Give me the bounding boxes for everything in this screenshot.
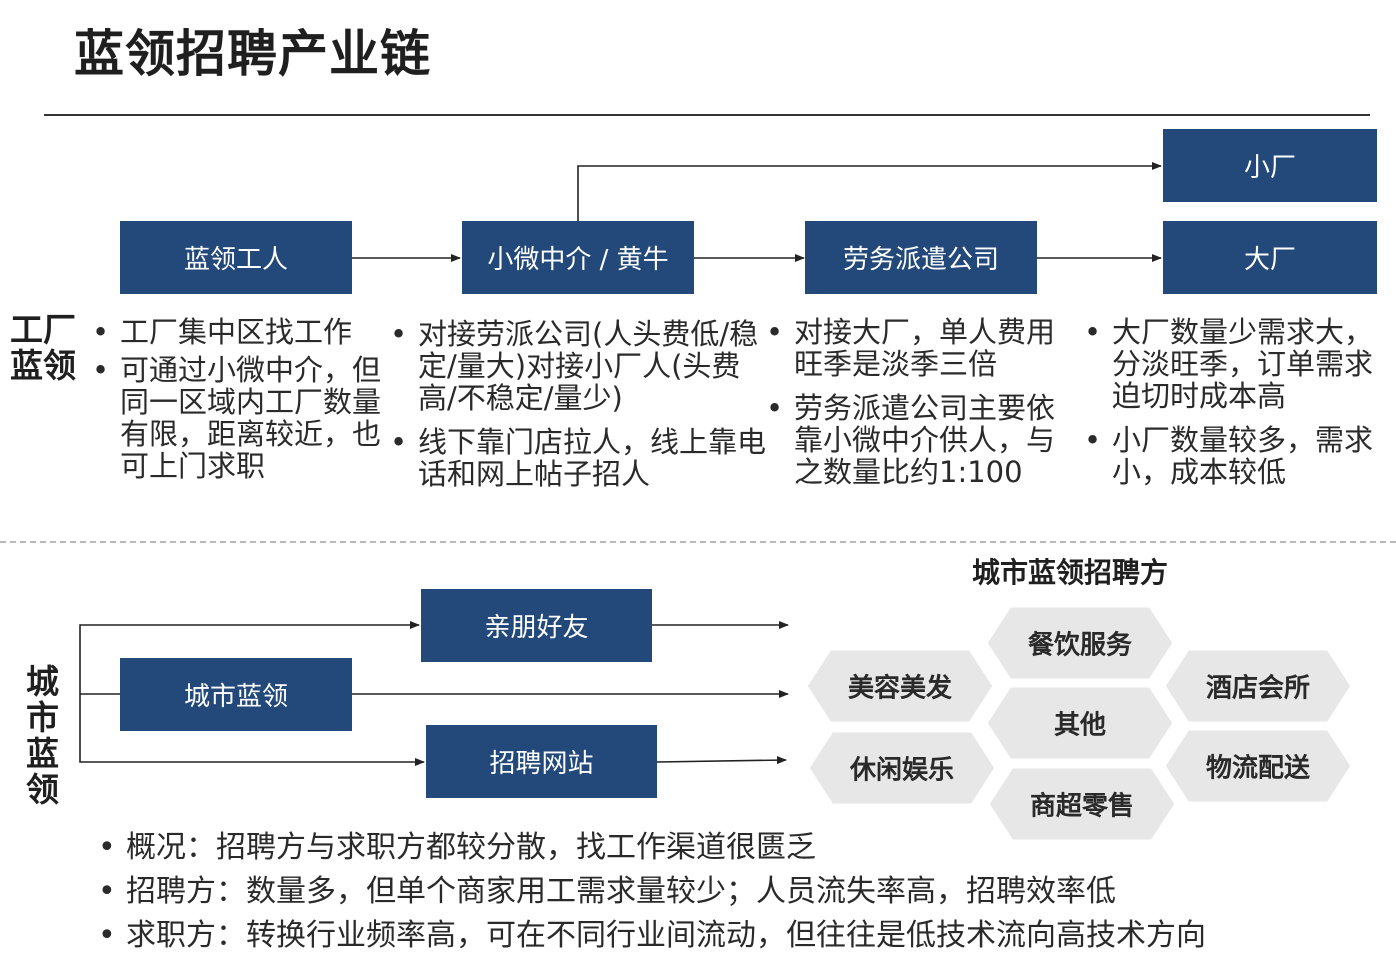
title-divider	[44, 114, 1370, 116]
factory-side-label: 工厂 蓝领	[10, 312, 76, 384]
box-blue-collar-worker: 蓝领工人	[120, 221, 352, 294]
arrow-to-friends	[79, 621, 420, 694]
list-item: 大厂数量少需求大，分淡旺季，订单需求迫切时成本高	[1080, 316, 1380, 412]
employer-hexagon	[984, 684, 1176, 762]
arrow-agent-to-small	[577, 162, 1162, 221]
box-labor-dispatch: 劳务派遣公司	[805, 221, 1037, 294]
box-city-blue-collar: 城市蓝领	[120, 658, 352, 731]
city-side-label-char: 领	[26, 770, 59, 809]
arrow-jobsite-to-employers	[656, 756, 787, 765]
list-item: 小厂数量较多，需求小，成本较低	[1080, 424, 1380, 488]
list-item: 线下靠门店拉人，线上靠电话和网上帖子招人	[386, 426, 766, 490]
employer-hexagon	[806, 729, 998, 807]
employer-hexagon	[1162, 727, 1354, 805]
employer-hexagon	[1162, 647, 1354, 725]
factory-column-factories: 大厂数量少需求大，分淡旺季，订单需求迫切时成本高 小厂数量较多，需求小，成本较低	[1080, 316, 1380, 506]
employer-hexagon	[984, 604, 1176, 682]
factory-side-label-line: 工厂	[10, 310, 76, 349]
factory-column-dispatch: 对接大厂，单人费用旺季是淡季三倍 劳务派遣公司主要依靠小微中介供人，与之数量比约…	[762, 316, 1078, 506]
list-item: 对接大厂，单人费用旺季是淡季三倍	[762, 316, 1078, 380]
list-item: 对接劳派公司(人头费低/稳定/量大)对接小厂人(头费高/不稳定/量少)	[386, 318, 766, 414]
employers-title: 城市蓝领招聘方	[972, 556, 1169, 589]
summary-item: 求职方：转换行业频率高，可在不同行业间流动，但往往是低技术流向高技术方向	[96, 914, 1206, 958]
hex-label-logistics: 物流配送	[1205, 753, 1310, 784]
page-title: 蓝领招聘产业链	[74, 25, 431, 83]
hex-label-catering: 餐饮服务	[1027, 630, 1132, 661]
hex-label-other: 其他	[1053, 710, 1106, 741]
hex-label-beauty: 美容美发	[847, 673, 952, 704]
list-item: 工厂集中区找工作	[88, 316, 388, 348]
hex-label-hotel: 酒店会所	[1205, 673, 1310, 704]
arrow-to-jobsite	[79, 694, 425, 766]
city-side-label-char: 蓝	[26, 734, 59, 773]
factory-column-worker: 工厂集中区找工作 可通过小微中介，但同一区域内工厂数量有限，距离较近，也可上门求…	[88, 316, 388, 506]
box-big-factory: 大厂	[1163, 221, 1377, 294]
factory-side-label-line: 蓝领	[10, 346, 76, 385]
box-job-website: 招聘网站	[426, 725, 657, 798]
box-small-agent: 小微中介 / 黄牛	[462, 221, 694, 294]
hex-label-retail: 商超零售	[1029, 791, 1134, 822]
summary-item: 招聘方：数量多，但单个商家用工需求量较少；人员流失率高，招聘效率低	[96, 870, 1206, 914]
employer-hexagon	[804, 647, 996, 725]
box-small-factory: 小厂	[1163, 129, 1377, 202]
hex-label-leisure: 休闲娱乐	[849, 755, 954, 786]
factory-column-agent: 对接劳派公司(人头费低/稳定/量大)对接小厂人(头费高/不稳定/量少) 线下靠门…	[386, 318, 766, 518]
list-item: 劳务派遣公司主要依靠小微中介供人，与之数量比约1:100	[762, 392, 1078, 488]
box-friends-family: 亲朋好友	[421, 589, 652, 662]
list-item: 可通过小微中介，但同一区域内工厂数量有限，距离较近，也可上门求职	[88, 354, 388, 482]
summary-list: 概况：招聘方与求职方都较分散，找工作渠道很匮乏 招聘方：数量多，但单个商家用工需…	[96, 826, 1206, 958]
city-side-label: 城 市 蓝 领	[26, 664, 59, 808]
summary-item: 概况：招聘方与求职方都较分散，找工作渠道很匮乏	[96, 826, 1206, 870]
section-divider	[0, 541, 1396, 543]
city-side-label-char: 市	[26, 698, 59, 737]
city-side-label-char: 城	[26, 662, 59, 701]
